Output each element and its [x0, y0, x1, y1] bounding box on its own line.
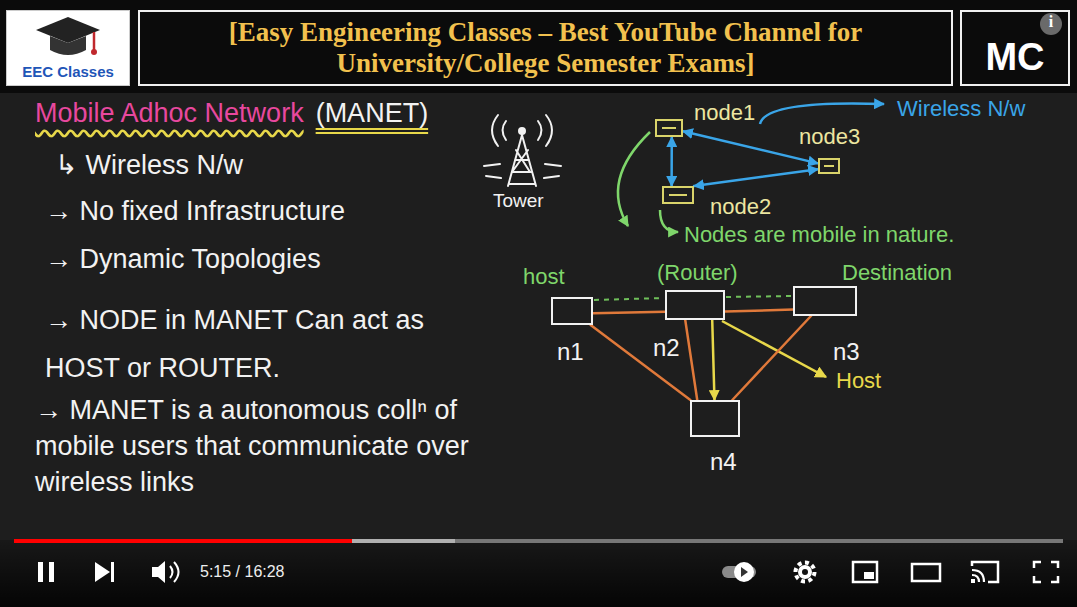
wireless-link	[685, 320, 697, 400]
network-node: n4	[690, 400, 740, 437]
player-controls	[971, 579, 975, 583]
mobile-node: node3	[818, 158, 840, 174]
player-controls	[912, 564, 940, 581]
player-controls	[802, 569, 808, 575]
player-controls	[972, 562, 998, 582]
graduation-cap	[93, 32, 96, 50]
wireless-link	[732, 316, 811, 400]
progress-bar	[14, 539, 1063, 543]
player-controls	[734, 562, 754, 582]
player-controls	[95, 562, 110, 582]
graduation-cap	[91, 49, 97, 55]
player-controls	[798, 565, 812, 579]
node-label: node2	[710, 194, 771, 219]
role-label: Destination	[842, 260, 952, 285]
network-arrow	[760, 103, 884, 124]
mobile-node: node2	[662, 186, 694, 204]
node-label: node3	[799, 124, 860, 149]
player-controls	[38, 561, 1058, 583]
subject-badge: MC	[960, 10, 1070, 86]
channel-banner: [Easy Engineering Classes – Best YouTube…	[138, 10, 953, 86]
controls-shade	[0, 540, 1077, 607]
network-node: (Router)n2	[665, 290, 725, 320]
wireless-link	[593, 312, 665, 314]
video-time: 5:15 / 16:28	[200, 563, 285, 581]
graduation-cap	[50, 36, 86, 55]
player-controls	[49, 562, 54, 582]
slide-title: Mobile Adhoc Network	[35, 98, 304, 129]
link-arrow	[683, 131, 818, 163]
player-controls	[853, 562, 877, 582]
node-label: n1	[557, 338, 584, 366]
role-label: (Router)	[657, 260, 738, 285]
node-label: n2	[653, 334, 680, 362]
network-label: Wireless N/w	[897, 96, 1025, 121]
node-label: node1	[694, 100, 755, 125]
player-controls	[1034, 562, 1058, 582]
player-controls	[38, 562, 43, 582]
link-arrow	[670, 137, 673, 186]
wireless-link	[591, 325, 691, 400]
bullet-point: → Dynamic Topologies	[45, 244, 321, 275]
annotation-arrow	[618, 132, 650, 226]
info-icon-glyph: i	[1044, 13, 1058, 31]
tower-illustration	[538, 115, 552, 146]
banner-title: [Easy Engineering Classes – Best YouTube…	[150, 17, 941, 79]
logo-box: EEC Classes	[6, 10, 130, 86]
logo-panel	[6, 10, 130, 86]
mobile-node: node1	[655, 119, 683, 137]
host-arrow	[722, 321, 826, 377]
bullet-point: ↳ Wireless N/w	[55, 150, 243, 181]
wireless-link	[725, 309, 793, 311]
tower-illustration	[492, 115, 506, 146]
link-arrow	[694, 169, 818, 186]
bullet-point: → MANET is a autonomous collⁿ of mobile …	[35, 392, 480, 500]
network-node: hostn1	[551, 297, 593, 325]
player-controls	[741, 567, 748, 577]
player-controls	[972, 570, 984, 582]
progress-bar	[14, 539, 455, 543]
progress-bar	[14, 539, 1063, 543]
tower-illustration	[484, 164, 561, 178]
header-band	[0, 0, 1077, 93]
bullet-point: → NODE in MANET Can act as HOST or ROUTE…	[45, 296, 475, 392]
player-controls	[152, 561, 165, 583]
network-node: Destinationn3	[793, 286, 857, 316]
role-label: Host	[836, 368, 881, 393]
annotation-hook	[660, 210, 678, 232]
node-label: n4	[710, 448, 737, 476]
bullet-point: → No fixed Infrastructure	[45, 196, 345, 227]
node-label: n3	[833, 338, 860, 366]
link-arrow	[712, 320, 714, 400]
player-controls	[111, 562, 114, 582]
annotation: Nodes are mobile in nature.	[684, 222, 954, 247]
tower-illustration	[484, 115, 561, 186]
tower-label: Tower	[493, 190, 544, 212]
subject-code: MC	[985, 36, 1044, 80]
dashed-link	[594, 296, 792, 300]
graduation-cap	[36, 17, 100, 55]
role-label: host	[523, 264, 565, 289]
tower-illustration	[508, 135, 536, 186]
info-icon	[1040, 13, 1062, 35]
graduation-cap	[36, 17, 100, 43]
progress-bar	[14, 539, 352, 543]
player-controls	[864, 572, 874, 579]
player-controls	[796, 563, 815, 582]
tower-illustration	[519, 128, 525, 134]
player-controls	[170, 562, 179, 582]
acronym: (MANET)	[316, 98, 428, 129]
logo-text: EEC Classes	[22, 63, 114, 80]
